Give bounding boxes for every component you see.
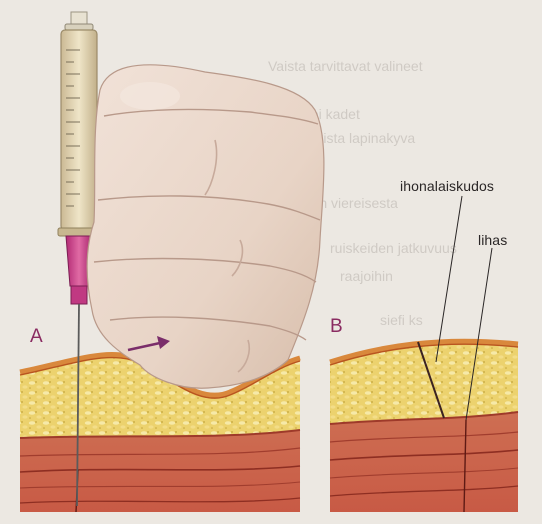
hand-pinching-skin-icon: [87, 65, 324, 388]
panel-label-b: B: [330, 316, 343, 338]
callout-ihonalaiskudos: ihonalaiskudos: [400, 178, 494, 194]
callout-lihas: lihas: [478, 232, 507, 248]
panel-label-a: A: [30, 326, 43, 348]
panel-b-tissue: [330, 341, 518, 512]
